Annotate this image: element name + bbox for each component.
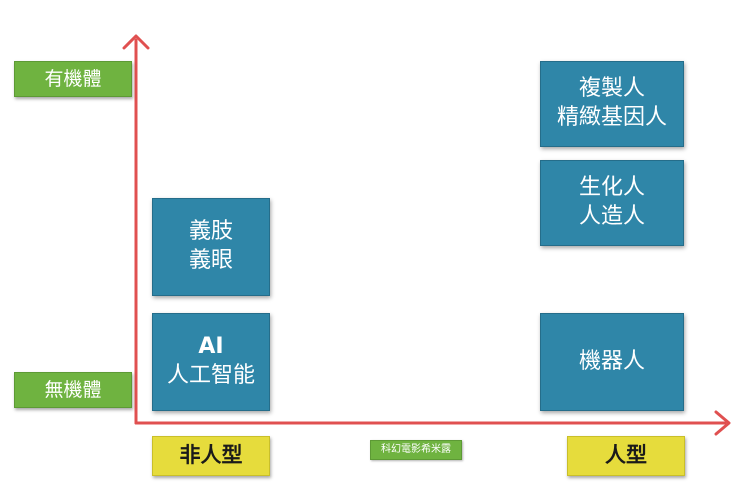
box-prosthetics-line2: 義眼 (188, 248, 233, 273)
box-biochemical-line2: 人造人 (578, 204, 645, 229)
footer-note: 科幻電影希米露 (370, 440, 462, 460)
x-label-humanoid: 人型 (567, 436, 685, 476)
x-axis-arrowhead (714, 410, 731, 436)
box-ai-line1: AI (198, 334, 224, 360)
box-prosthetics-line1: 義肢 (188, 219, 233, 245)
box-biochemical: 生化人 人造人 (540, 160, 684, 246)
y-axis-arrowhead (122, 34, 150, 50)
box-ai: AI 人工智能 (152, 313, 270, 411)
box-prosthetics: 義肢 義眼 (152, 198, 270, 296)
box-replicant-line2: 精緻基因人 (556, 105, 667, 130)
y-label-organic: 有機體 (14, 61, 132, 97)
box-replicant-line1: 複製人 (578, 76, 645, 102)
x-label-non-humanoid: 非人型 (152, 436, 270, 476)
y-label-inorganic: 無機體 (14, 372, 132, 408)
box-robot-line1: 機器人 (578, 348, 645, 374)
box-replicant: 複製人 精緻基因人 (540, 61, 684, 147)
box-biochemical-line1: 生化人 (578, 175, 645, 201)
box-ai-line2: 人工智能 (166, 363, 255, 388)
box-robot: 機器人 (540, 313, 684, 411)
